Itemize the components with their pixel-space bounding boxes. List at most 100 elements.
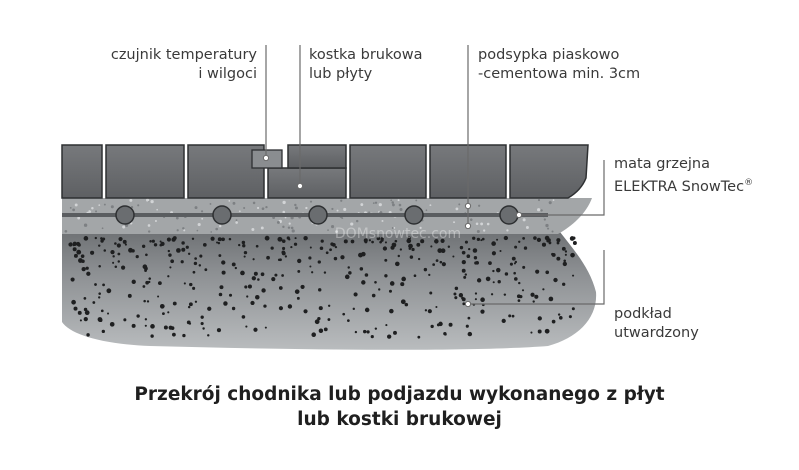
bedding-grain	[251, 228, 255, 231]
bedding-grain	[197, 222, 201, 227]
bedding-grain	[261, 207, 265, 210]
aggregate-stone	[474, 298, 477, 301]
aggregate-stone	[297, 258, 302, 264]
aggregate-stone	[73, 253, 78, 258]
aggregate-stone	[169, 266, 172, 269]
aggregate-stone	[361, 280, 366, 285]
aggregate-stone	[318, 288, 322, 292]
aggregate-stone	[511, 256, 516, 261]
aggregate-stone	[176, 248, 181, 253]
aggregate-stone	[461, 259, 466, 265]
aggregate-stone	[92, 301, 96, 304]
aggregate-stone	[241, 240, 246, 245]
registered-mark: ®	[744, 178, 754, 188]
bedding-grain	[340, 199, 343, 202]
aggregate-stone	[572, 274, 575, 277]
aggregate-stone	[318, 306, 323, 311]
bedding-grain	[537, 198, 541, 202]
bedding-grain	[291, 229, 295, 233]
aggregate-stone	[171, 332, 176, 337]
aggregate-stone	[218, 292, 223, 297]
aggregate-stone	[438, 321, 443, 327]
label-paver: kostka brukowa lub płyty	[309, 46, 422, 84]
aggregate-stone	[135, 255, 139, 259]
aggregate-stone	[564, 250, 568, 253]
aggregate-stone	[523, 246, 528, 250]
aggregate-stone	[281, 274, 284, 277]
aggregate-stone	[144, 324, 147, 327]
aggregate-stone	[207, 306, 212, 311]
aggregate-stone	[83, 316, 88, 322]
bedding-grain	[305, 206, 308, 210]
aggregate-stone	[311, 271, 314, 274]
bedding-grain	[552, 199, 555, 202]
aggregate-stone	[170, 259, 175, 264]
aggregate-stone	[354, 330, 358, 334]
bedding-grain	[110, 205, 114, 209]
aggregate-stone	[435, 306, 438, 309]
aggregate-stone	[157, 295, 160, 298]
aggregate-stone	[491, 241, 496, 246]
aggregate-stone	[511, 314, 515, 318]
bedding-grain	[478, 204, 481, 207]
aggregate-stone	[243, 250, 248, 255]
aggregate-stone	[303, 235, 308, 241]
aggregate-stone	[160, 241, 165, 246]
aggregate-stone	[474, 261, 478, 265]
aggregate-stone	[476, 278, 482, 283]
aggregate-stone	[323, 271, 327, 274]
aggregate-stone	[86, 271, 91, 276]
aggregate-stone	[231, 306, 236, 311]
aggregate-stone	[467, 316, 471, 320]
bedding-grain	[372, 202, 375, 205]
aggregate-stone	[384, 258, 388, 262]
bedding-grain	[129, 198, 133, 202]
aggregate-stone	[114, 242, 117, 245]
bedding-grain	[146, 198, 150, 202]
aggregate-stone	[90, 250, 95, 255]
aggregate-stone	[532, 300, 535, 303]
aggregate-stone	[81, 259, 85, 263]
bedding-grain	[543, 218, 546, 221]
aggregate-stone	[294, 237, 297, 240]
aggregate-stone	[238, 243, 241, 247]
aggregate-stone	[374, 327, 378, 330]
bedding-grain	[391, 201, 394, 204]
bedding-grain	[331, 207, 334, 211]
bedding-grain	[276, 220, 280, 224]
aggregate-stone	[371, 240, 374, 244]
aggregate-stone	[261, 288, 266, 293]
aggregate-stone	[563, 259, 566, 263]
aggregate-stone	[250, 300, 255, 306]
aggregate-stone	[399, 248, 403, 251]
aggregate-stone	[271, 277, 276, 282]
aggregate-stone	[131, 249, 135, 253]
aggregate-stone	[181, 247, 186, 252]
aggregate-stone	[242, 244, 246, 248]
aggregate-stone	[548, 241, 552, 245]
aggregate-stone	[485, 276, 491, 282]
watermark: DOMsnowtec.com	[335, 226, 461, 242]
aggregate-stone	[81, 266, 86, 272]
label-bedding-line2: -cementowa min. 3cm	[478, 66, 641, 82]
aggregate-stone	[441, 262, 446, 267]
bedding-grain	[336, 209, 339, 212]
bedding-grain	[201, 217, 204, 220]
bedding-grain	[294, 206, 298, 210]
aggregate-stone	[282, 246, 286, 251]
aggregate-stone	[192, 270, 196, 274]
aggregate-stone	[569, 236, 575, 241]
aggregate-stone	[388, 289, 392, 293]
paver-block	[349, 144, 427, 199]
aggregate-stone	[461, 268, 466, 273]
aggregate-stone	[514, 260, 518, 264]
label-mat: mata grzejna ELEKTRA SnowTec®	[614, 155, 753, 197]
aggregate-stone	[231, 262, 236, 267]
aggregate-stone	[371, 293, 376, 298]
bedding-grain	[425, 209, 428, 212]
aggregate-stone	[417, 257, 421, 261]
aggregate-stone	[572, 241, 577, 245]
aggregate-stone	[462, 302, 466, 306]
bedding-grain	[147, 230, 151, 233]
aggregate-stone	[191, 237, 195, 240]
